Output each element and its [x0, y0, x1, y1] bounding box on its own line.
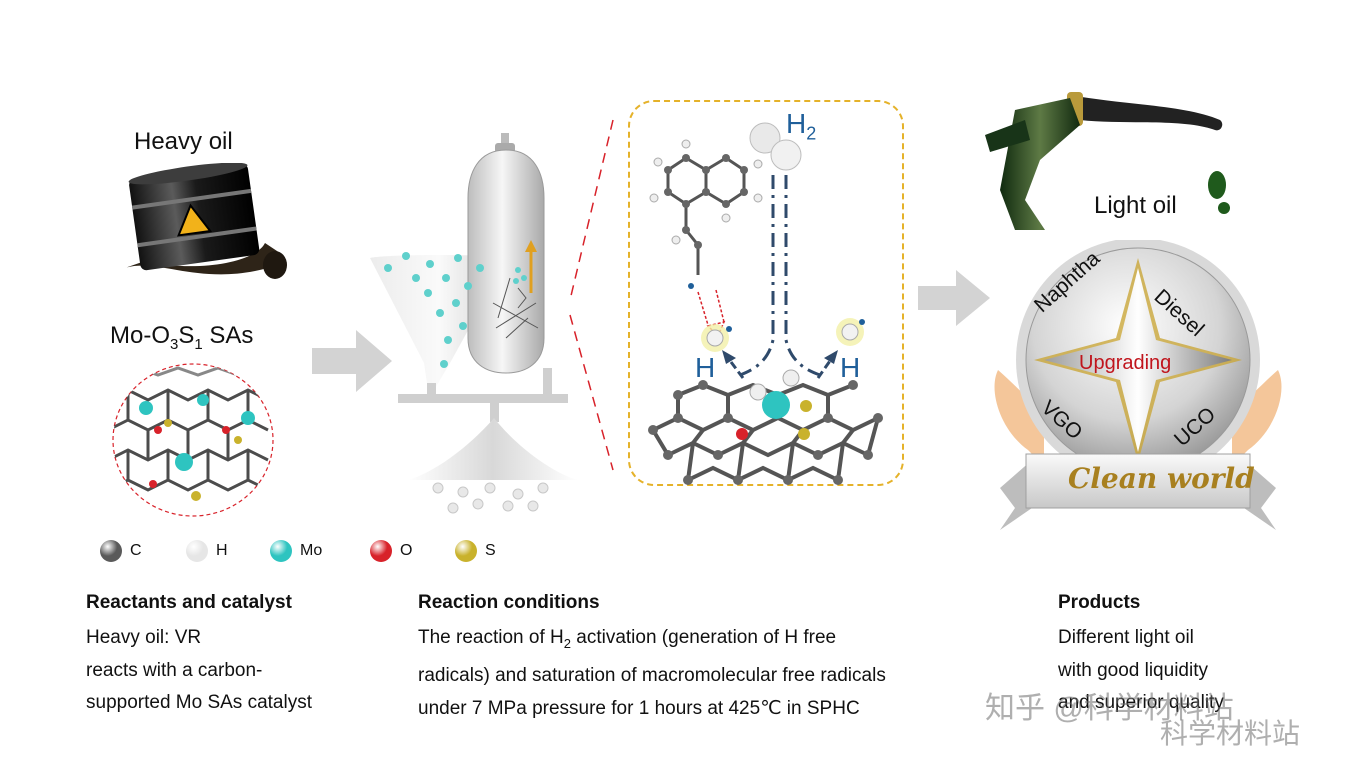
legend-item-o: O: [370, 540, 412, 562]
section-reactants-line-1: Heavy oil: VR: [86, 627, 202, 648]
catalyst-label: Mo-O3S1 SAs: [110, 322, 253, 353]
legend-atom-s-icon: [455, 540, 477, 562]
legend-label-s: S: [485, 542, 496, 559]
section-conditions-title: Reaction conditions: [418, 592, 600, 613]
oil-barrel-icon: [125, 163, 287, 279]
h2-label-text: H: [786, 108, 807, 139]
h-radical-label-left: H: [695, 352, 716, 383]
h-radical-label-right: H: [840, 352, 861, 383]
legend-atom-c-icon: [100, 540, 122, 562]
section-conditions-line-1b: activation (generation of H free: [570, 627, 837, 648]
mechanism-panel: [628, 100, 904, 486]
emblem-banner-label: Clean world: [1068, 462, 1255, 495]
upgrading-emblem: [994, 240, 1282, 530]
legend-label-mo: Mo: [300, 542, 323, 559]
mechanism-illustration: [648, 122, 883, 485]
legend-item-s: S: [455, 540, 496, 562]
process-arrow-icon: [312, 330, 392, 392]
section-conditions-line-1-sub: 2: [563, 635, 571, 651]
legend-label-o: O: [400, 542, 413, 559]
reactor-illustration: [370, 133, 578, 514]
legend-atom-h-icon: [186, 540, 208, 562]
catalyst-sub-3: 3: [170, 335, 179, 353]
zoom-lines: [569, 119, 614, 471]
catalyst-sphere-illustration: [112, 363, 274, 517]
light-oil-label: Light oil: [1094, 192, 1177, 219]
products-arrow-icon: [918, 270, 990, 326]
fuel-nozzle-icon: [985, 92, 1230, 230]
legend-label-h: H: [216, 542, 228, 559]
section-conditions: Reaction conditions The reaction of H2 a…: [418, 592, 886, 725]
section-reactants: Reactants and catalyst Heavy oil: VR rea…: [86, 592, 312, 720]
catalyst-sub-1: 1: [194, 335, 203, 353]
legend-item-c: C: [100, 540, 142, 562]
section-conditions-line-1: The reaction of H2 activation (generatio…: [418, 622, 886, 660]
section-products-line-3: and superior quality: [1058, 692, 1224, 713]
legend-item-mo: Mo: [270, 540, 322, 562]
section-reactants-line-3: supported Mo SAs catalyst: [86, 692, 312, 713]
section-conditions-line-2: radicals) and saturation of macromolecul…: [418, 665, 886, 687]
zhihu-watermark: 知乎 @科学材料站: [985, 692, 1234, 725]
catalyst-label-suffix: SAs: [202, 322, 254, 349]
legend-atom-o-icon: [370, 540, 392, 562]
section-conditions-line-3: under 7 MPa pressure for 1 hours at 425℃…: [418, 697, 860, 719]
h2-label-sub: 2: [806, 123, 817, 144]
section-products-title: Products: [1058, 592, 1141, 613]
section-reactants-line-2: reacts with a carbon-: [86, 659, 263, 681]
section-products: Products Different light oil with good l…: [1058, 592, 1224, 720]
catalyst-label-prefix: Mo-O: [110, 322, 170, 349]
legend-item-h: H: [186, 540, 228, 562]
h2-label: H2: [786, 108, 816, 145]
heavy-oil-label: Heavy oil: [134, 128, 233, 155]
legend-label-c: C: [130, 542, 142, 559]
legend-atom-mo-icon: [270, 540, 292, 562]
section-conditions-line-1a: The reaction of H: [418, 627, 564, 648]
section-reactants-title: Reactants and catalyst: [86, 592, 292, 613]
catalyst-label-mid: S: [178, 322, 195, 349]
weibo-watermark: 科学材料站: [1160, 718, 1301, 749]
emblem-upgrading-label: Upgrading: [1079, 352, 1172, 374]
section-products-line-2: with good liquidity: [1058, 659, 1208, 681]
section-products-line-1: Different light oil: [1058, 627, 1194, 648]
